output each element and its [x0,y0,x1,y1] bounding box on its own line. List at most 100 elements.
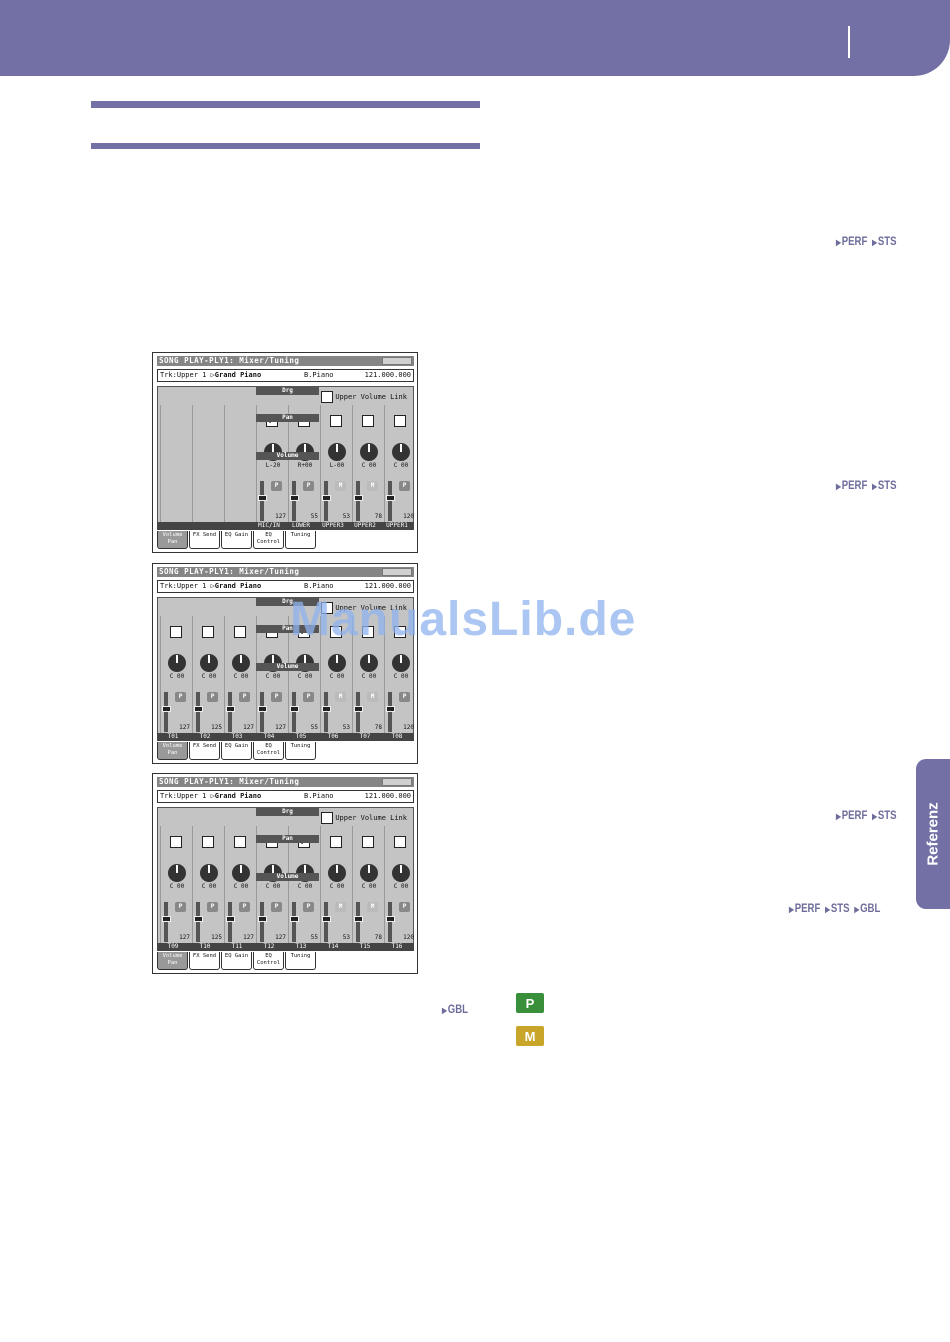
pan-knob[interactable] [360,654,378,672]
drum-checkbox[interactable] [170,626,182,638]
volume-fader-track[interactable] [324,902,328,942]
play-mute-icon[interactable]: P [239,902,250,912]
volume-fader-handle[interactable] [258,706,267,712]
volume-fader-handle[interactable] [258,916,267,922]
drum-checkbox[interactable] [362,415,374,427]
volume-fader-handle[interactable] [290,495,299,501]
drum-checkbox[interactable] [394,836,406,848]
play-mute-icon[interactable]: M [335,692,346,702]
volume-fader-track[interactable] [164,692,168,732]
play-mute-icon[interactable]: P [239,692,250,702]
dropdown-arrow-icon[interactable] [382,778,412,786]
tab-volume-pan[interactable]: Volume Pan [157,952,188,970]
volume-fader-track[interactable] [228,902,232,942]
play-mute-icon[interactable]: P [271,692,282,702]
volume-fader-track[interactable] [356,902,360,942]
play-mute-icon[interactable]: P [207,902,218,912]
play-mute-icon[interactable]: M [367,481,378,491]
play-mute-icon[interactable]: P [271,902,282,912]
volume-fader-track[interactable] [324,481,328,521]
play-mute-icon[interactable]: P [399,692,410,702]
pan-knob[interactable] [200,654,218,672]
tab-fx-send[interactable]: FX Send [189,952,220,970]
volume-fader-track[interactable] [388,902,392,942]
play-mute-icon[interactable]: M [335,481,346,491]
play-mute-icon[interactable]: M [367,902,378,912]
play-mute-icon[interactable]: P [175,692,186,702]
upper-volume-link-checkbox[interactable] [321,812,334,824]
volume-fader-track[interactable] [388,692,392,732]
upper-volume-link[interactable]: Upper Volume Link [321,391,407,403]
tab-volume-pan[interactable]: Volume Pan [157,742,188,760]
volume-fader-handle[interactable] [354,706,363,712]
play-mute-icon[interactable]: P [303,481,314,491]
upper-volume-link[interactable]: Upper Volume Link [321,812,407,824]
pan-knob[interactable] [328,443,346,461]
volume-fader-track[interactable] [164,902,168,942]
volume-fader-track[interactable] [260,692,264,732]
tab-eq-gain[interactable]: EQ Gain [221,952,252,970]
volume-fader-track[interactable] [388,481,392,521]
play-mute-icon[interactable]: P [271,481,282,491]
play-mute-icon[interactable]: M [335,902,346,912]
drum-checkbox[interactable] [170,836,182,848]
play-mute-icon[interactable]: P [207,692,218,702]
drum-checkbox[interactable] [330,626,342,638]
drum-checkbox[interactable] [202,836,214,848]
drum-checkbox[interactable] [202,626,214,638]
pan-knob[interactable] [328,864,346,882]
volume-fader-handle[interactable] [322,495,331,501]
drum-checkbox[interactable] [362,626,374,638]
pan-knob[interactable] [200,864,218,882]
drum-checkbox[interactable] [330,836,342,848]
drum-checkbox[interactable] [330,415,342,427]
volume-fader-track[interactable] [196,692,200,732]
volume-fader-handle[interactable] [322,706,331,712]
volume-fader-track[interactable] [292,902,296,942]
volume-fader-handle[interactable] [386,916,395,922]
volume-fader-track[interactable] [356,481,360,521]
tab-eq-control[interactable]: EQ Control [253,531,284,549]
pan-knob[interactable] [328,654,346,672]
volume-fader-track[interactable] [228,692,232,732]
volume-fader-track[interactable] [324,692,328,732]
play-mute-icon[interactable]: P [399,902,410,912]
dropdown-arrow-icon[interactable] [382,357,412,365]
pan-knob[interactable] [392,443,410,461]
drum-checkbox[interactable] [394,415,406,427]
volume-fader-handle[interactable] [194,706,203,712]
tab-fx-send[interactable]: FX Send [189,531,220,549]
tab-eq-control[interactable]: EQ Control [253,952,284,970]
volume-fader-handle[interactable] [162,706,171,712]
tab-tuning[interactable]: Tuning [285,531,316,549]
pan-knob[interactable] [360,864,378,882]
tab-eq-gain[interactable]: EQ Gain [221,742,252,760]
play-mute-icon[interactable]: M [367,692,378,702]
tab-eq-control[interactable]: EQ Control [253,742,284,760]
upper-volume-link-checkbox[interactable] [321,391,334,403]
volume-fader-handle[interactable] [226,706,235,712]
tab-eq-gain[interactable]: EQ Gain [221,531,252,549]
volume-fader-handle[interactable] [290,706,299,712]
play-mute-icon[interactable]: P [175,902,186,912]
pan-knob[interactable] [232,654,250,672]
volume-fader-track[interactable] [196,902,200,942]
volume-fader-handle[interactable] [386,495,395,501]
upper-volume-link-checkbox[interactable] [321,602,334,614]
tab-tuning[interactable]: Tuning [285,742,316,760]
volume-fader-handle[interactable] [354,495,363,501]
play-mute-icon[interactable]: P [303,902,314,912]
volume-fader-track[interactable] [356,692,360,732]
volume-fader-handle[interactable] [354,916,363,922]
volume-fader-track[interactable] [260,481,264,521]
drum-checkbox[interactable] [362,836,374,848]
volume-fader-track[interactable] [292,481,296,521]
volume-fader-handle[interactable] [290,916,299,922]
volume-fader-handle[interactable] [322,916,331,922]
play-mute-icon[interactable]: P [303,692,314,702]
play-mute-icon[interactable]: P [399,481,410,491]
drum-checkbox[interactable] [234,626,246,638]
